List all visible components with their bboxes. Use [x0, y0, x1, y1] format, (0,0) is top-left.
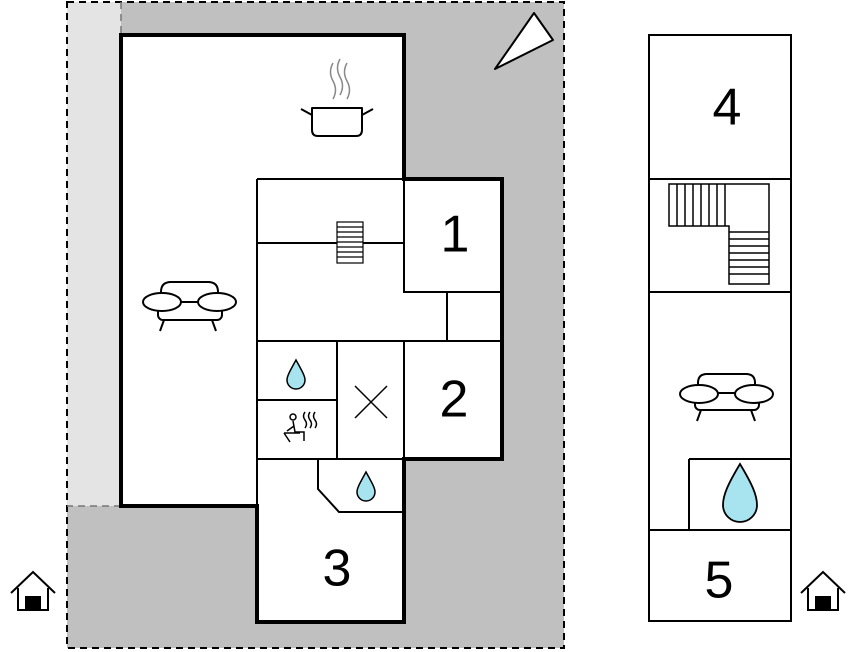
house-entrance-icon-2 [800, 570, 846, 611]
water-drop-icon-2 [356, 470, 376, 502]
sauna-icon [283, 411, 318, 443]
stairs-icon [336, 221, 364, 264]
water-drop-icon-3 [722, 462, 758, 523]
house-entrance-icon [10, 570, 56, 611]
second-building [648, 34, 792, 622]
compass-arrow-icon [494, 12, 554, 70]
main-building [119, 33, 504, 624]
room-4-label: 4 [713, 79, 742, 137]
sofa-icon [142, 281, 237, 332]
room-2-label: 2 [440, 371, 469, 429]
second-outer-walls [648, 34, 792, 622]
room-3-label: 3 [323, 540, 352, 598]
stairs-icon-2 [668, 183, 770, 285]
cross-icon [354, 385, 388, 419]
garden-strip [67, 2, 121, 506]
water-drop-icon [286, 358, 306, 390]
room-1-label: 1 [441, 206, 470, 264]
interior-walls [256, 178, 502, 513]
plot-boundary [66, 1, 565, 649]
kitchen-pot-icon [300, 58, 374, 137]
second-interior-walls [649, 178, 791, 531]
sofa-icon-2 [679, 373, 774, 422]
room-5-label: 5 [705, 552, 734, 610]
